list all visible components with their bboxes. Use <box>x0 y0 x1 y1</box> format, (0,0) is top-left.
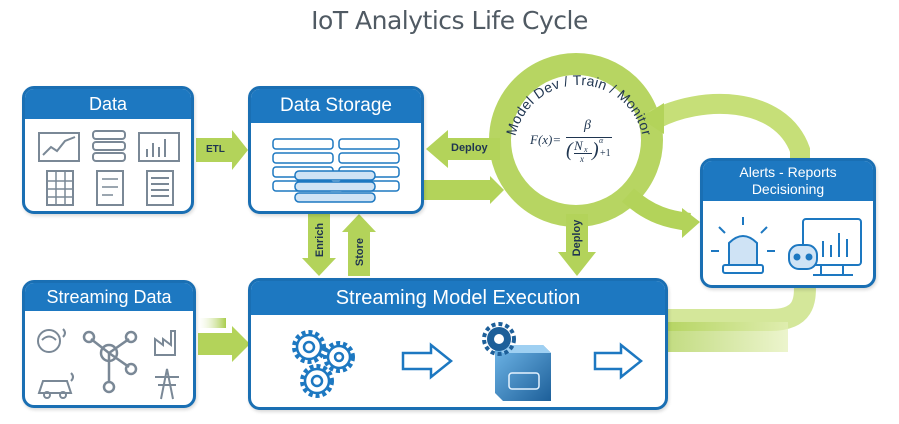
car-icon <box>37 372 74 399</box>
deploy-down-arrow <box>558 214 596 276</box>
feedback-arrowhead <box>640 103 664 134</box>
data-storage-title: Data Storage <box>280 95 392 116</box>
bar-chart-icon <box>138 132 180 162</box>
deploy-down-label: Deploy <box>571 219 583 257</box>
robot-face-icon <box>788 244 818 270</box>
alerts-title: Alerts - Reports Decisioning <box>739 164 837 197</box>
formula-lhs: F(x)= <box>530 132 562 147</box>
streaming-data-box: Streaming Data <box>22 280 196 408</box>
formula: F(x)= β ( N x x ) α +1 <box>530 118 626 178</box>
alerts-icons <box>711 217 862 276</box>
deploy-left-label: Deploy <box>451 142 488 154</box>
streaming-icons <box>37 328 179 400</box>
streaming-exec-box: Streaming Model Execution <box>248 278 668 410</box>
formula-close-paren: ) <box>592 139 599 161</box>
formula-den: x <box>580 154 584 164</box>
network-hub-icon <box>82 330 138 394</box>
arrow-right-icon <box>401 342 454 380</box>
data-storage-box: Data Storage <box>248 86 424 214</box>
cycle-to-alerts-arrow <box>621 188 692 231</box>
deploy-left-arrow <box>426 130 500 168</box>
data-box-icons <box>38 130 180 206</box>
alerts-box: Alerts - Reports Decisioning <box>700 158 876 288</box>
database-icon <box>92 130 126 162</box>
line-chart-icon <box>38 132 80 162</box>
store-arrow <box>342 214 376 276</box>
data-box-title: Data <box>88 94 128 114</box>
formula-plus: +1 <box>600 148 611 159</box>
data-box: Data <box>22 86 194 214</box>
model-cube-icon <box>482 322 551 401</box>
exec-pipeline <box>292 322 644 401</box>
exec-flow-right <box>668 322 788 352</box>
streaming-data-title: Streaming Data <box>46 287 172 307</box>
streaming-exec-title: Streaming Model Execution <box>335 287 581 309</box>
data-box-header: Data <box>25 89 191 119</box>
etl-arrow <box>196 130 248 170</box>
gears-icon <box>292 330 355 398</box>
streaming-exec-header: Streaming Model Execution <box>251 281 665 315</box>
formula-bar <box>566 137 612 138</box>
storage-table-icon <box>272 138 400 203</box>
store-label: Store <box>354 237 366 267</box>
enrich-label: Enrich <box>314 222 326 258</box>
factory-icon <box>154 330 176 356</box>
formula-exp: α <box>599 136 604 145</box>
streaming-data-header: Streaming Data <box>25 283 193 311</box>
formula-sub: x <box>584 145 588 154</box>
storage-to-cycle-arrow <box>424 180 494 200</box>
cycle-to-alerts-head <box>682 208 700 238</box>
document-icon <box>96 170 124 206</box>
formula-base: N <box>574 138 583 153</box>
person-signal-icon <box>37 328 66 353</box>
power-tower-icon <box>155 368 179 400</box>
data-storage-header: Data Storage <box>251 89 421 123</box>
arrow-right-icon-2 <box>593 342 644 380</box>
formula-open-paren: ( <box>566 139 573 161</box>
formula-inner-bar <box>574 153 592 154</box>
enrich-arrow <box>302 214 336 276</box>
monitor-chart-icon <box>802 218 862 276</box>
etl-label: ETL <box>206 144 225 155</box>
spreadsheet-icon <box>46 170 74 206</box>
exec-to-alerts-flow <box>668 284 816 331</box>
formula-numerator: β <box>584 118 591 133</box>
alerts-header: Alerts - Reports Decisioning <box>703 161 873 201</box>
page-title: IoT Analytics Life Cycle <box>311 6 588 35</box>
list-icon <box>146 170 174 206</box>
feedback-arc <box>649 93 810 170</box>
stream-to-exec-arrow <box>198 318 250 362</box>
siren-icon <box>711 217 775 274</box>
